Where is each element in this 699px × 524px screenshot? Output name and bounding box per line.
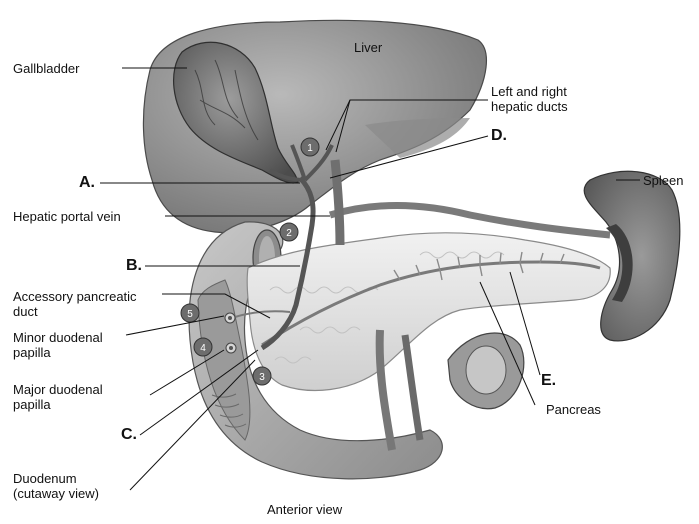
svg-text:1: 1	[307, 143, 313, 154]
label-b: B.	[126, 257, 142, 274]
marker-2: 2	[279, 222, 299, 242]
svg-text:3: 3	[259, 372, 265, 383]
svg-text:4: 4	[200, 343, 206, 354]
label-hepatic-portal-vein: Hepatic portal vein	[13, 209, 121, 224]
label-hepatic-ducts-line2: hepatic ducts	[491, 99, 568, 114]
label-d: D.	[491, 127, 507, 144]
marker-5: 5	[180, 303, 200, 323]
label-e: E.	[541, 372, 557, 389]
label-c: C.	[121, 426, 137, 443]
label-major-papilla-line1: Major duodenal	[13, 382, 103, 397]
pancreas-shape	[246, 232, 611, 392]
marker-3: 3	[252, 366, 272, 386]
label-accessory-duct-line2: duct	[13, 304, 38, 319]
label-duodenum-line2: (cutaway view)	[13, 486, 99, 501]
label-liver: Liver	[354, 40, 383, 55]
label-anterior-view: Anterior view	[267, 502, 343, 517]
label-pancreas: Pancreas	[546, 402, 601, 417]
label-duodenum-line1: Duodenum	[13, 471, 77, 486]
label-hepatic-ducts-line1: Left and right	[491, 84, 567, 99]
label-accessory-duct-line1: Accessory pancreatic	[13, 289, 137, 304]
svg-text:2: 2	[286, 228, 292, 239]
marker-1: 1	[300, 137, 320, 157]
label-minor-papilla-line1: Minor duodenal	[13, 330, 103, 345]
marker-4: 4	[193, 337, 213, 357]
svg-text:5: 5	[187, 309, 193, 320]
leader-lines	[100, 67, 640, 491]
label-gallbladder: Gallbladder	[13, 61, 80, 76]
gallbladder-shape	[172, 41, 299, 184]
label-spleen: Spleen	[643, 173, 684, 188]
label-major-papilla-line2: papilla	[13, 397, 51, 412]
label-minor-papilla-line2: papilla	[13, 345, 51, 360]
label-a: A.	[79, 174, 95, 191]
